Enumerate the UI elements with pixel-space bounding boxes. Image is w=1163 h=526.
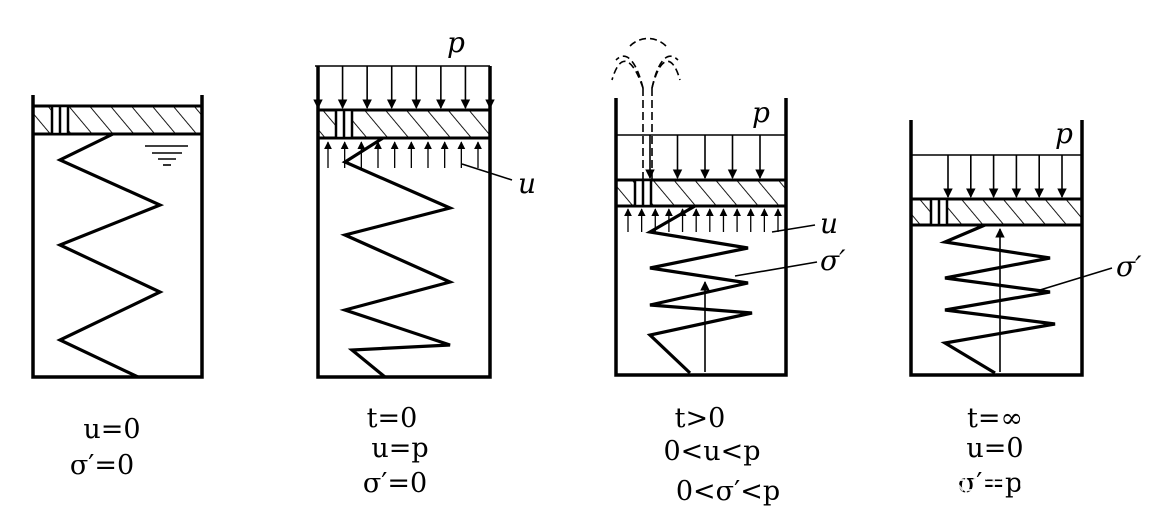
caption-3-line-3: 0<σ′<p <box>676 476 780 507</box>
label-p-4: p <box>1055 117 1073 150</box>
valve-3 <box>633 178 653 208</box>
panel-1: u=0 σ′=0 <box>31 95 204 481</box>
load-arrows-4 <box>911 154 1082 198</box>
valve-4 <box>929 197 949 227</box>
leader-sigma-4 <box>1039 267 1113 291</box>
panel-3: p u σ′ t>0 0<u<p 0<σ′<p <box>611 37 846 507</box>
spring-1 <box>55 132 165 379</box>
spring-2 <box>339 136 455 379</box>
caption-1-line-2: σ′=0 <box>70 450 134 481</box>
water-level-symbol <box>145 145 188 166</box>
leader-sigma-3 <box>734 261 818 277</box>
label-u-2: u <box>518 167 536 200</box>
label-u-3: u <box>820 207 838 240</box>
caption-2-line-1: t=0 <box>367 403 418 434</box>
load-arrows-2 <box>313 65 495 109</box>
valve-2 <box>334 108 354 140</box>
spring-4 <box>939 223 1056 375</box>
caption-3-line-1: t>0 <box>675 403 726 434</box>
caption-2-line-3: σ′=0 <box>363 468 427 499</box>
pore-pressure-arrows-3 <box>624 208 782 232</box>
container-3 <box>614 98 788 377</box>
panel-2: p u t=0 u=p σ′=0 <box>313 26 536 499</box>
caption-4-line-2: u=0 <box>966 433 1023 464</box>
panel-4: p σ′ t=∞ u=0 σ′=p <box>909 117 1142 499</box>
spring-3 <box>645 204 753 375</box>
watermark: 知乎 @小书童 <box>948 465 1138 500</box>
caption-3-line-2: 0<u<p <box>663 436 760 467</box>
caption-2-line-2: u=p <box>371 433 428 464</box>
load-arrows-3 <box>616 134 786 179</box>
caption-4-line-1: t=∞ <box>967 403 1023 434</box>
label-sigma-4: σ′ <box>1116 250 1142 283</box>
water-fountain <box>611 37 681 180</box>
label-p-3: p <box>752 96 770 129</box>
caption-4-line-3: σ′=p <box>958 468 1022 499</box>
leader-u-2 <box>461 163 513 181</box>
container-4 <box>909 120 1084 377</box>
label-p-2: p <box>447 26 465 59</box>
valve-1 <box>50 104 70 136</box>
container-2 <box>316 66 492 379</box>
pore-pressure-arrows-2 <box>324 141 482 168</box>
leader-u-3 <box>771 224 816 233</box>
caption-1-line-1: u=0 <box>83 414 140 445</box>
container-1 <box>31 95 204 379</box>
label-sigma-3: σ′ <box>820 244 846 277</box>
